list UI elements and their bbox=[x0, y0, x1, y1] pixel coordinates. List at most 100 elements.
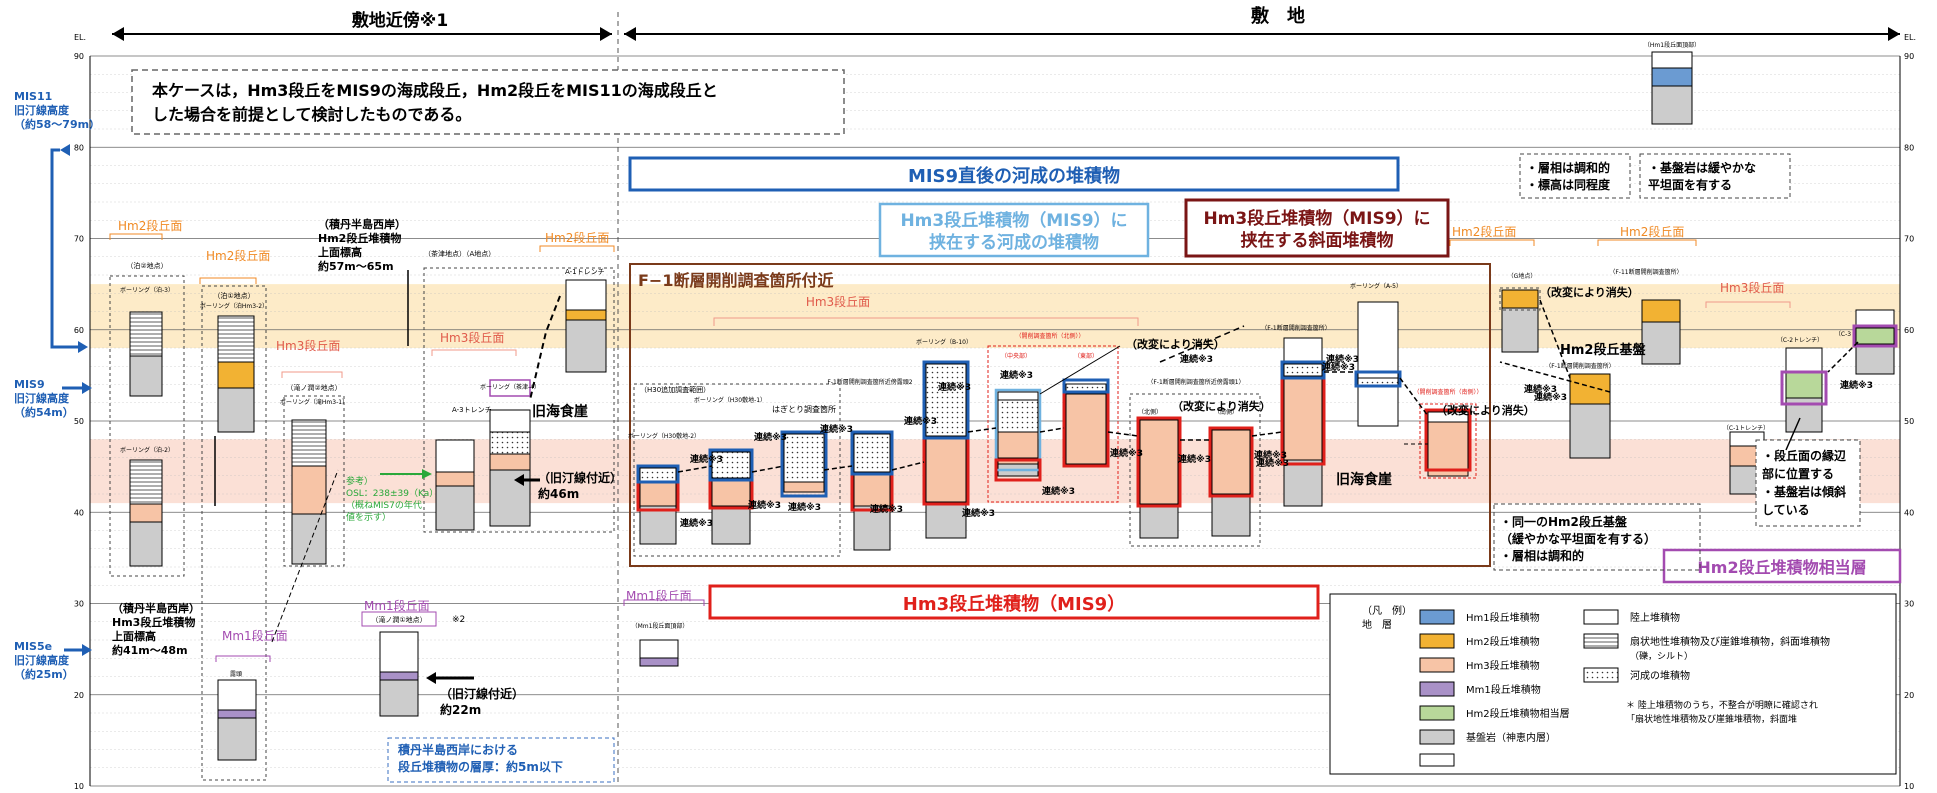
continuity-label: 連続※3 bbox=[690, 453, 723, 465]
layer-base bbox=[925, 501, 967, 539]
legend-label: Hm1段丘堆積物 bbox=[1466, 611, 1540, 624]
layer-hm2 bbox=[1569, 373, 1611, 405]
hm3-mis9-label: Hm3段丘堆積物（MIS9） bbox=[903, 593, 1125, 615]
layer-land bbox=[1357, 385, 1399, 427]
site-label: ボーリング（B-10） bbox=[916, 338, 972, 346]
purple-outline bbox=[1780, 370, 1828, 406]
layer-hm3 bbox=[1065, 393, 1107, 465]
site-label: （H30追加調査範囲） bbox=[640, 385, 710, 394]
site-label: （北側） bbox=[1138, 408, 1162, 416]
legend-label: 河成の堆積物 bbox=[1630, 669, 1690, 682]
mis5e-label: MIS5e bbox=[14, 640, 52, 653]
continuity-label: 連続※3 bbox=[904, 415, 937, 427]
continuity-line bbox=[823, 465, 853, 471]
layer-hm2 bbox=[565, 309, 607, 321]
taki1-box bbox=[361, 611, 437, 627]
layer-river bbox=[783, 433, 825, 483]
layer-river bbox=[853, 433, 891, 473]
tick-label: 40 bbox=[1904, 508, 1914, 517]
layer-base bbox=[217, 387, 255, 433]
layer-land bbox=[997, 391, 1039, 401]
sekitan-hm2-note: 約57m～65m bbox=[318, 259, 394, 273]
layer-hm3 bbox=[129, 503, 163, 523]
site-label: （C-1トレンチ） bbox=[1723, 425, 1769, 432]
site-label: はぎとり調査箇所 bbox=[772, 404, 836, 414]
blue-outline bbox=[850, 430, 894, 476]
hm3-bracket bbox=[713, 317, 1139, 326]
layer-base bbox=[853, 505, 891, 551]
legend-swatch bbox=[1419, 705, 1455, 721]
layer-mm1 bbox=[639, 657, 679, 667]
layer-hm3 bbox=[1211, 429, 1251, 495]
legend-label: Hm2段丘堆積物 bbox=[1466, 635, 1540, 648]
f1-south bbox=[1427, 411, 1469, 477]
legend-footnote: ＊ 陸上堆積物のうち，不整合が明瞭に確認され bbox=[1626, 699, 1818, 711]
layer-land bbox=[1283, 337, 1323, 365]
purple-outline bbox=[1852, 324, 1898, 348]
continuity-line bbox=[1399, 377, 1429, 417]
red-outline bbox=[1208, 426, 1254, 498]
hm3-label: Hm3段丘面 bbox=[806, 294, 870, 309]
continuity-label: 連続※3 bbox=[1256, 457, 1289, 469]
layer-base bbox=[129, 521, 163, 567]
bedrock-box bbox=[1639, 153, 1791, 199]
note2: ※2 bbox=[452, 615, 465, 625]
tomari2-site bbox=[109, 275, 185, 577]
legend-title: （凡 例） bbox=[1362, 604, 1412, 617]
layer-base bbox=[1501, 307, 1539, 353]
layer-base bbox=[217, 717, 257, 761]
sekitan-hm3-note: 約41m～48m bbox=[112, 643, 188, 657]
f1-near1-site bbox=[1129, 393, 1261, 547]
sankou-note: （概ねMIS7の年代 bbox=[346, 499, 422, 511]
continuity-line bbox=[1039, 427, 1065, 433]
blue-outline bbox=[922, 360, 970, 440]
blue-outline bbox=[708, 448, 754, 482]
sekitan-hm3-note: 上面標高 bbox=[112, 629, 156, 643]
old-shore-22: （旧汀線付近） bbox=[440, 686, 524, 701]
continuity-label: 連続※3 bbox=[754, 431, 787, 443]
legend-label: Hm2段丘堆積物相当層 bbox=[1466, 707, 1570, 720]
layer-base bbox=[129, 355, 163, 397]
mis9-label: 旧汀線高度 bbox=[14, 391, 70, 405]
continuity-line bbox=[967, 427, 997, 433]
hm2-equiv-box bbox=[1662, 548, 1902, 584]
site-label: ボーリング（滝Hm3-1） bbox=[280, 398, 348, 406]
continuity-label: 連続※3 bbox=[1326, 353, 1359, 365]
hm2-label: Hm2段丘面 bbox=[1620, 224, 1684, 239]
region-label-right: 敷 地 bbox=[1251, 5, 1305, 27]
sankou-note: 参考） bbox=[346, 475, 373, 487]
layer-base bbox=[565, 319, 607, 373]
old-shore-46: （旧汀線付近） bbox=[538, 470, 622, 485]
mis5e-label: （約25m） bbox=[14, 667, 74, 681]
site-label: ボーリング（泊-2） bbox=[120, 446, 174, 454]
site-label: ボーリング（泊-3） bbox=[120, 286, 174, 294]
tick-label: 20 bbox=[74, 691, 84, 700]
site-label: ボーリング（A-5） bbox=[1350, 282, 1402, 290]
edge-note: している bbox=[1762, 503, 1810, 517]
boring-tomari3 bbox=[129, 311, 163, 397]
sekitan-hm2-note: 上面標高 bbox=[318, 245, 362, 259]
legend-label: 陸上堆積物 bbox=[1630, 611, 1680, 624]
layer-hm3 bbox=[1427, 421, 1469, 477]
layer-land bbox=[379, 631, 419, 673]
site-label: （開削調査箇所（南側）） bbox=[1413, 388, 1482, 396]
layer-base bbox=[1651, 85, 1693, 125]
hm3-slope-box bbox=[1184, 198, 1450, 258]
sekitan-hm3-note: （積丹半島西岸） bbox=[112, 601, 200, 615]
layer-river bbox=[925, 363, 967, 437]
continuity-line bbox=[1159, 325, 1245, 363]
pointer-line bbox=[1039, 345, 1121, 395]
f1-near2 bbox=[853, 433, 891, 551]
mm1-column bbox=[639, 639, 679, 667]
legend-footnote: 「扇状地性堆積物及び崖錐堆積物，斜面堆 bbox=[1626, 713, 1797, 725]
case-note: 本ケースは，Hm3段丘をMIS9の海成段丘，Hm2段丘をMIS11の海成段丘と bbox=[152, 81, 718, 100]
continuity-line bbox=[751, 465, 785, 473]
tick-label: 70 bbox=[74, 235, 84, 244]
tick-label: 50 bbox=[1904, 417, 1914, 426]
axis-unit: EL. bbox=[1904, 33, 1916, 42]
tick-label: 30 bbox=[1904, 600, 1914, 609]
legend-label: 扇状地性堆積物及び崖錐堆積物，斜面堆積物 bbox=[1630, 635, 1830, 648]
thickness-box bbox=[387, 737, 615, 783]
trench-a1 bbox=[565, 279, 607, 373]
continuity-label: 連続※3 bbox=[1254, 449, 1287, 461]
